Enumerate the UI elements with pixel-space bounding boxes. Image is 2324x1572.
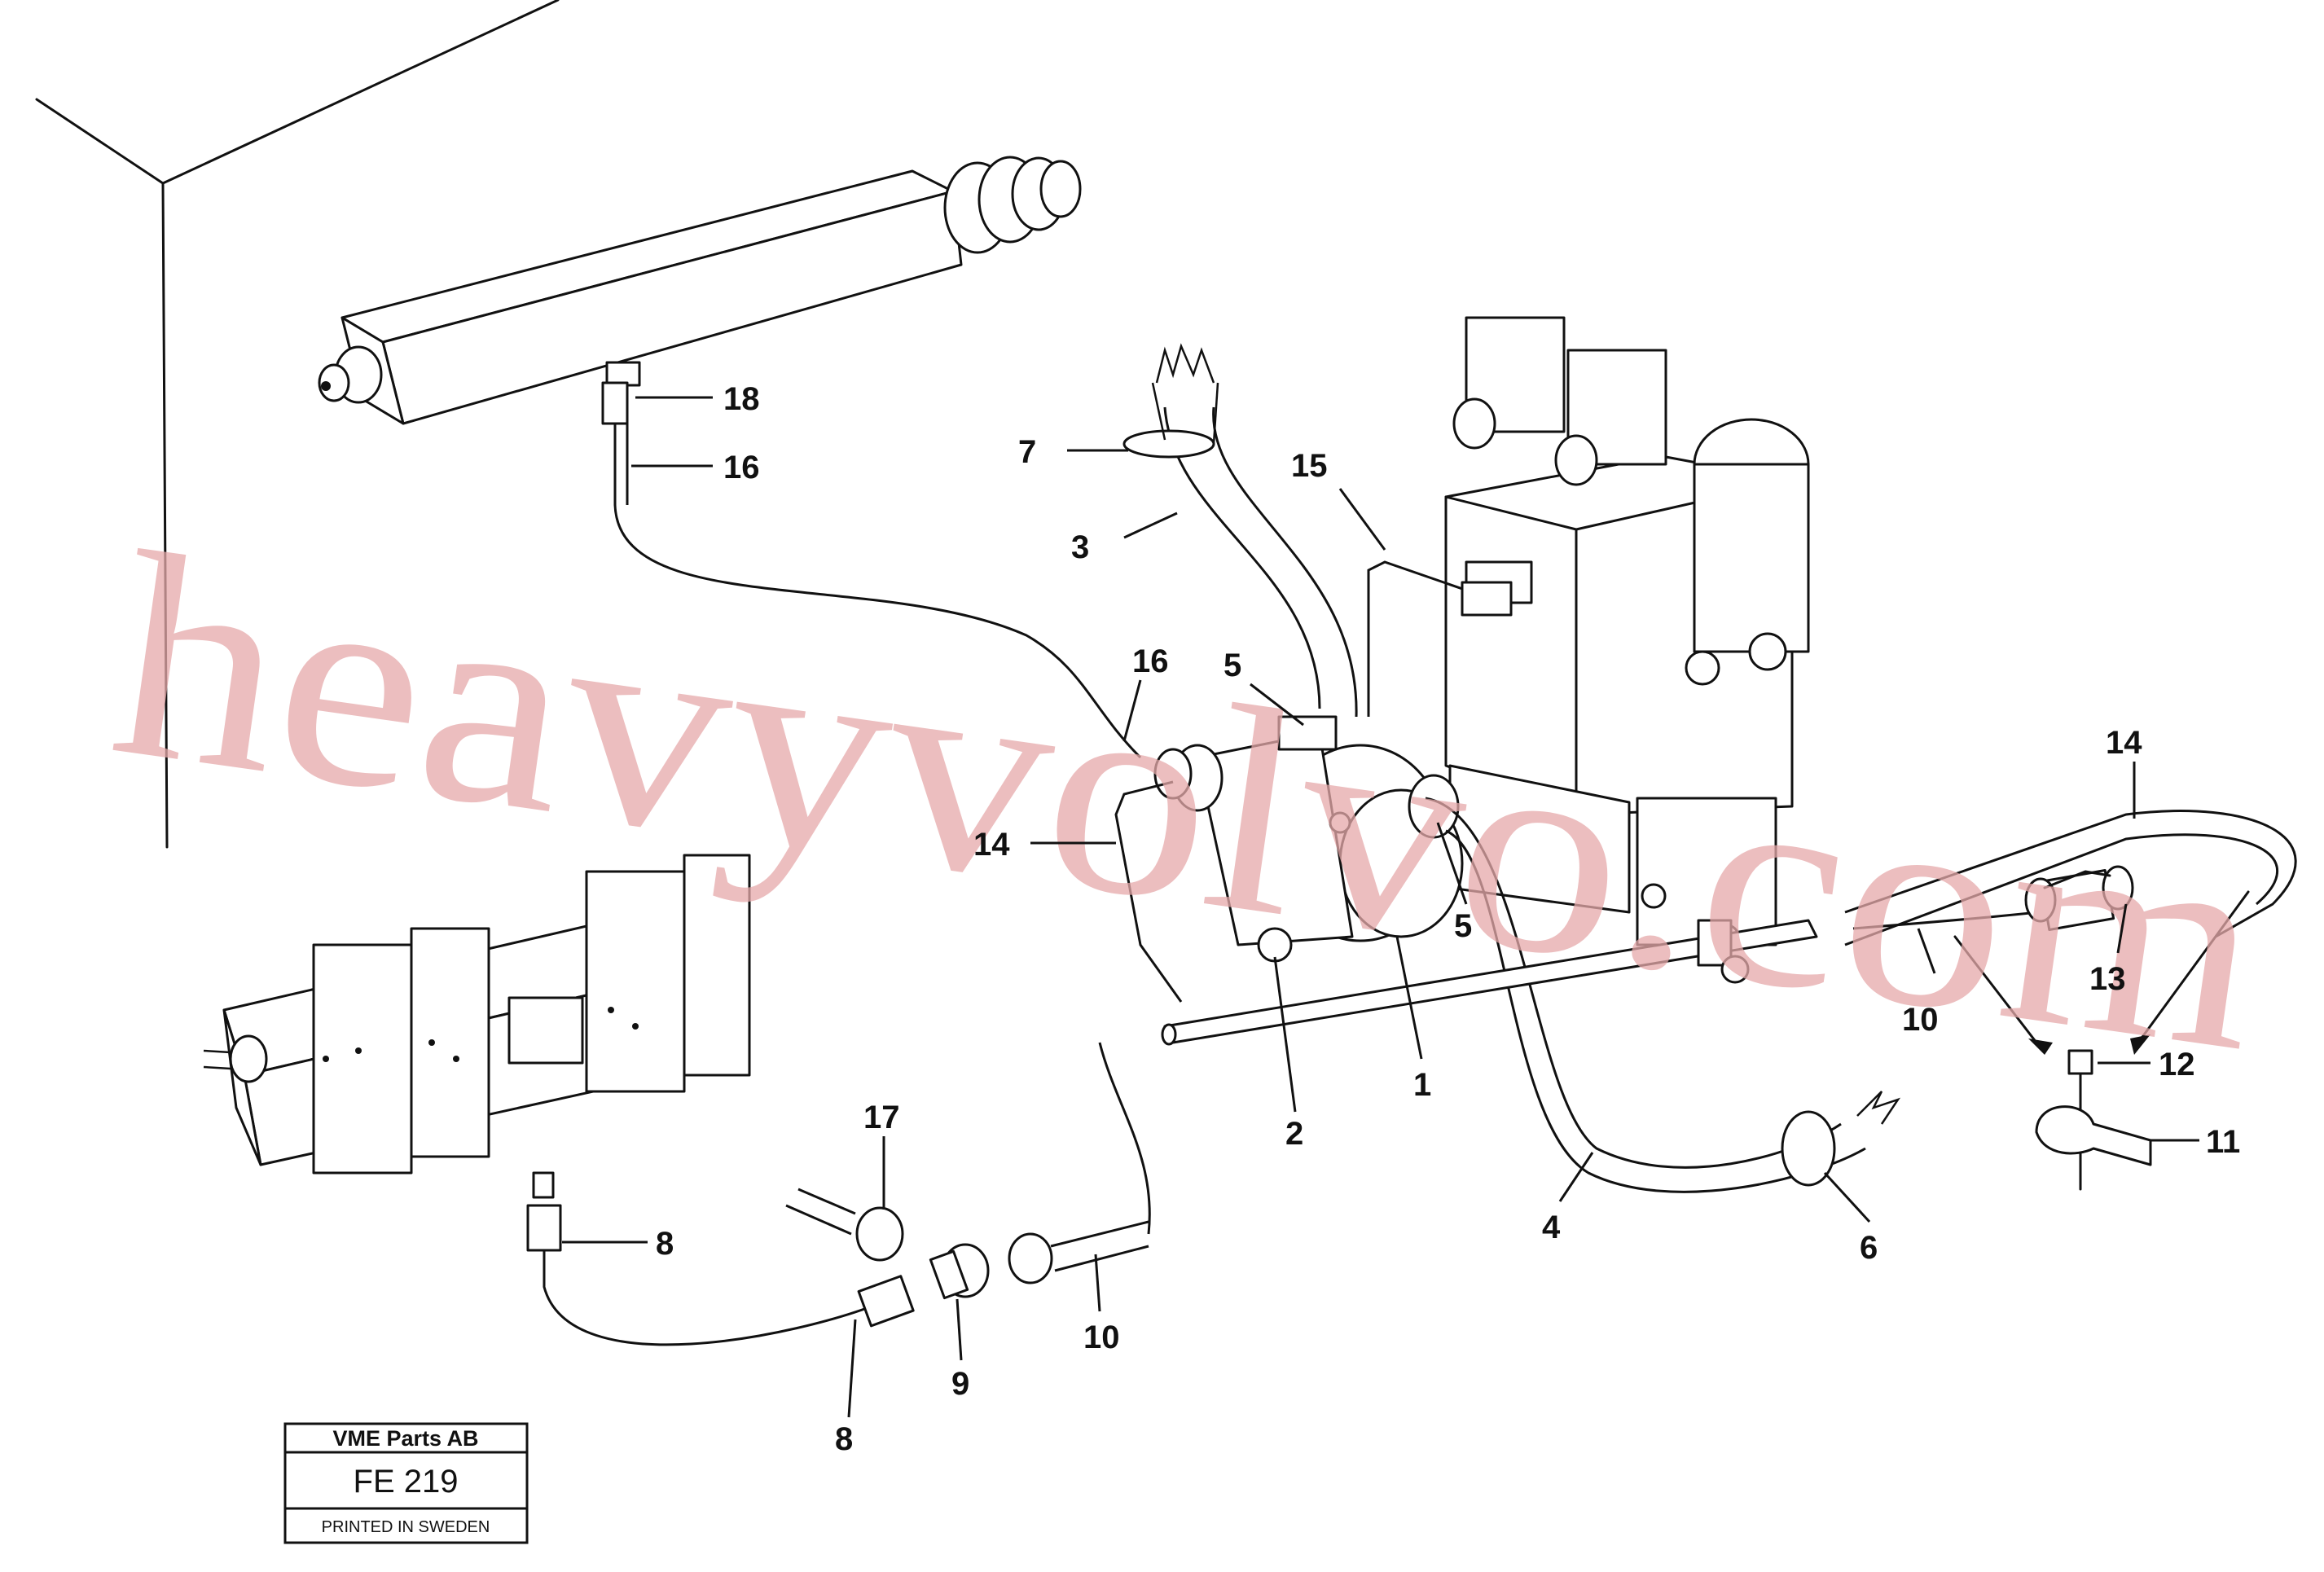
callout-10-bottom: 10	[1083, 1254, 1120, 1355]
svg-text:4: 4	[1542, 1210, 1561, 1245]
pump	[1153, 715, 1464, 963]
svg-text:8: 8	[835, 1421, 853, 1457]
callout-15: 15	[1291, 448, 1386, 551]
fitting-10	[1008, 1232, 1053, 1284]
svg-text:3: 3	[1071, 529, 1089, 565]
callout-1: 1	[1395, 936, 1431, 1103]
svg-text:12: 12	[2159, 1047, 2195, 1082]
callout-3: 4	[1542, 1152, 1594, 1245]
control-valve-stack	[203, 854, 751, 1175]
fitting-18	[855, 1206, 904, 1262]
svg-text:5: 5	[1224, 648, 1241, 683]
title-block: VME Parts AB FE 219 PRINTED IN SWEDEN	[283, 1422, 529, 1544]
callout-10-right: 10	[1902, 928, 1939, 1038]
svg-text:14: 14	[2106, 725, 2142, 761]
callout-8-upper: 8	[562, 1226, 674, 1262]
callout-8-lower: 8	[835, 1319, 857, 1457]
title-block-company: VME Parts AB	[332, 1426, 478, 1451]
svg-text:8: 8	[656, 1226, 674, 1262]
svg-text:2: 2	[1285, 1116, 1303, 1152]
svg-text:1: 1	[1413, 1067, 1431, 1103]
callout-6: 6	[1823, 1171, 1878, 1266]
fitting-8-upper	[532, 1171, 555, 1199]
fitting-8-lower	[857, 1275, 915, 1328]
hose-3	[1425, 797, 1842, 1169]
callout-5-upper: 5	[1224, 648, 1304, 727]
svg-text:11: 11	[2206, 1124, 2240, 1160]
callout-16-mid: 16	[1122, 643, 1169, 742]
svg-text:14: 14	[973, 827, 1010, 863]
svg-text:10: 10	[1083, 1320, 1120, 1355]
svg-text:18: 18	[723, 381, 760, 417]
hose-16	[613, 424, 1142, 759]
cab-outline	[35, 0, 560, 849]
callout-11: 11	[2150, 1124, 2240, 1160]
top-manifold	[318, 156, 1082, 425]
callout-2: 2	[1273, 956, 1303, 1152]
hose-clamp-7	[1122, 429, 1215, 459]
callout-17: 18	[635, 381, 760, 417]
title-block-code: FE 219	[354, 1464, 459, 1500]
svg-text:10: 10	[1902, 1002, 1939, 1038]
callout-9: 9	[951, 1298, 969, 1402]
callout-4: 3	[1071, 512, 1178, 565]
fitting-8	[526, 1204, 562, 1252]
svg-text:6: 6	[1860, 1230, 1878, 1266]
callout-14-left: 14	[973, 827, 1116, 863]
callout-14-right: 14	[2106, 725, 2142, 819]
hose-clamp-6	[1781, 1110, 1836, 1187]
pipe-assembly-right	[1844, 810, 2297, 1055]
pipe-14-left	[1114, 780, 1183, 1003]
svg-text:13: 13	[2089, 961, 2126, 997]
callout-13: 13	[2089, 903, 2128, 997]
title-block-footer: PRINTED IN SWEDEN	[322, 1518, 490, 1536]
svg-text:16: 16	[1132, 643, 1169, 679]
mounting-rail	[1161, 919, 1818, 1046]
svg-text:5: 5	[1454, 908, 1472, 944]
callout-18: 17	[863, 1100, 900, 1210]
callout-7: 7	[1018, 434, 1128, 470]
callout-12: 12	[2098, 1047, 2195, 1082]
pipe-15	[1367, 560, 1491, 717]
svg-text:15: 15	[1291, 448, 1328, 484]
svg-text:17: 17	[863, 1100, 900, 1135]
callout-5-lower: 5	[1436, 822, 1472, 944]
clamp-11	[2035, 1105, 2152, 1166]
callout-16-top: 16	[631, 450, 760, 485]
svg-text:7: 7	[1018, 434, 1036, 470]
svg-text:16: 16	[723, 450, 760, 485]
svg-text:9: 9	[951, 1366, 969, 1402]
